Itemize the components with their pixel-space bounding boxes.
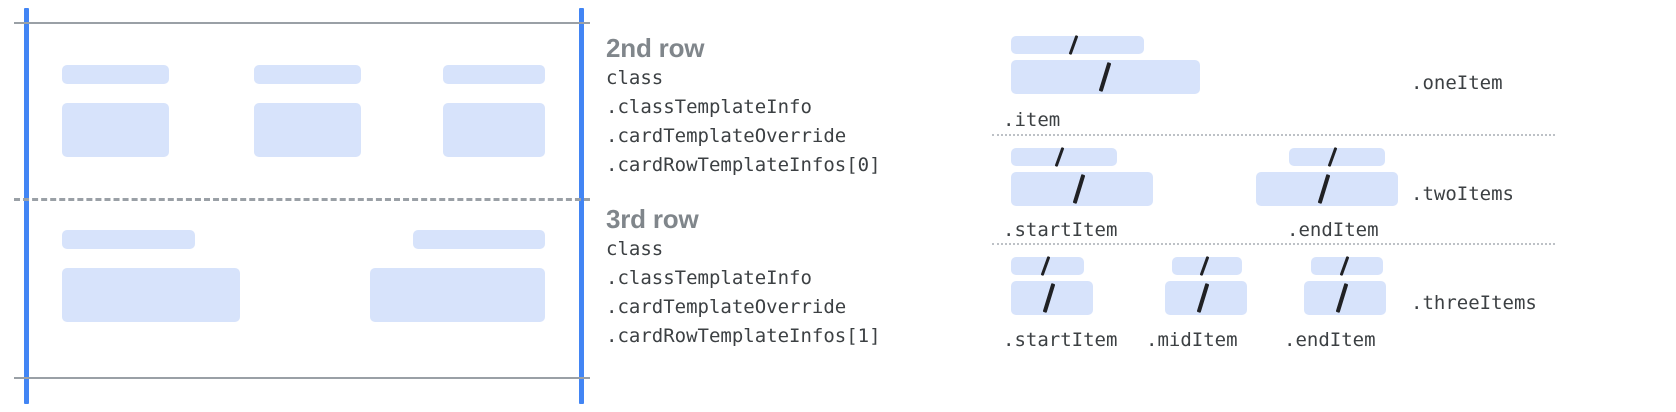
placeholder-value-block xyxy=(1165,281,1247,315)
placeholder-value-block xyxy=(62,103,169,157)
placeholder-value-block xyxy=(1011,60,1200,94)
slash-mark xyxy=(1335,283,1349,313)
placeholder-label-bar xyxy=(1172,256,1242,276)
legend-item-label: .midItem xyxy=(1146,329,1238,351)
slash-mark xyxy=(1054,147,1065,167)
legend-section-name: .threeItems xyxy=(1411,292,1537,314)
legend-item-label: .endItem xyxy=(1284,329,1376,351)
placeholder-label-bar xyxy=(413,230,545,249)
card-row-divider xyxy=(14,198,590,201)
placeholder-value-block xyxy=(1256,172,1398,206)
row-code-line: .classTemplateInfo xyxy=(606,96,812,118)
placeholder-label-bar xyxy=(254,65,361,84)
placeholder-value-block xyxy=(370,268,545,322)
placeholder-label-bar xyxy=(62,230,195,249)
legend-separator xyxy=(992,243,1555,245)
placeholder-label-bar xyxy=(443,65,545,84)
slash-mark xyxy=(1040,256,1051,276)
row-code-line: .cardTemplateOverride xyxy=(606,125,847,147)
row-code-line: class xyxy=(606,238,664,260)
legend-item-label: .startItem xyxy=(1003,329,1118,351)
slash-mark xyxy=(1327,147,1338,167)
placeholder-label-bar xyxy=(1289,147,1385,167)
row-descriptor-3: 3rd row class .classTemplateInfo .cardTe… xyxy=(606,203,881,351)
slash-mark xyxy=(1199,256,1210,276)
placeholder-value-block xyxy=(62,268,240,322)
legend-section-name: .oneItem xyxy=(1411,72,1503,94)
placeholder-value-block xyxy=(1011,172,1153,206)
row-code-line: .classTemplateInfo xyxy=(606,267,812,289)
slash-mark xyxy=(1042,283,1056,313)
legend-item-label: .startItem xyxy=(1003,219,1118,241)
placeholder-value-block xyxy=(443,103,545,157)
row-code-line: class xyxy=(606,67,664,89)
slash-mark xyxy=(1068,35,1079,55)
legend-separator xyxy=(992,134,1555,136)
placeholder-value-block xyxy=(1011,281,1093,315)
card-top-rule xyxy=(14,22,590,24)
legend-item-label: .endItem xyxy=(1287,219,1379,241)
slash-mark xyxy=(1072,174,1086,204)
row-heading: 3rd row xyxy=(606,204,699,234)
placeholder-label-bar xyxy=(62,65,169,84)
slash-mark xyxy=(1317,174,1331,204)
row-code-line: .cardRowTemplateInfos[0] xyxy=(606,154,881,176)
row-descriptor-2: 2nd row class .classTemplateInfo .cardTe… xyxy=(606,32,881,180)
placeholder-value-block xyxy=(254,103,361,157)
left-edge-guide xyxy=(24,8,29,404)
right-edge-guide xyxy=(579,8,584,404)
legend-section-name: .twoItems xyxy=(1411,183,1514,205)
placeholder-label-bar xyxy=(1011,35,1144,55)
row-code-line: .cardRowTemplateInfos[1] xyxy=(606,325,881,347)
placeholder-label-bar xyxy=(1011,147,1117,167)
placeholder-label-bar xyxy=(1011,256,1084,276)
placeholder-label-bar xyxy=(1311,256,1383,276)
legend-item-label: .item xyxy=(1003,109,1061,131)
slash-mark xyxy=(1098,62,1112,92)
placeholder-value-block xyxy=(1304,281,1386,315)
row-code-line: .cardTemplateOverride xyxy=(606,296,847,318)
slash-mark xyxy=(1339,256,1350,276)
slash-mark xyxy=(1196,283,1210,313)
card-bottom-rule xyxy=(14,377,590,379)
row-heading: 2nd row xyxy=(606,33,705,63)
